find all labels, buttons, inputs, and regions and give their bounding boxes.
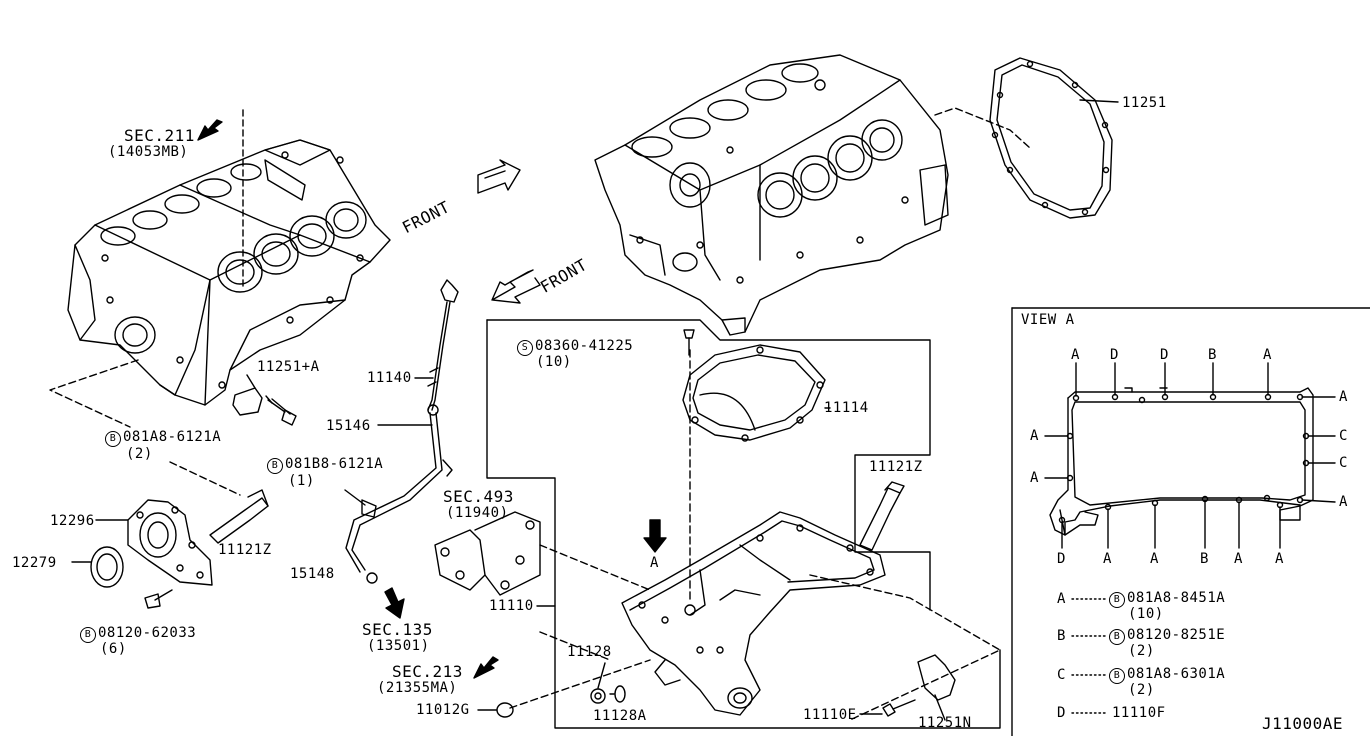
part-11110e[interactable]: 11110E [803,707,857,723]
rear-plate-gasket [232,374,263,416]
part-12279[interactable]: 12279 [12,555,57,571]
circled-b-icon: B [1109,629,1125,645]
marker-right: A [1339,494,1348,510]
circled-b-icon: B [267,458,283,474]
bolt-08120-62033-art [144,589,173,609]
marker-bottom: A [1234,551,1243,567]
bolt-11110e-art [859,699,916,717]
part-11128a[interactable]: 11128A [593,708,647,724]
marker-bottom: B [1200,551,1209,567]
circled-b-icon: B [1109,668,1125,684]
sec135-arrow [384,587,405,619]
marker-top: D [1160,347,1169,363]
legend-key: A [1057,591,1066,607]
marker-bottom: D [1057,551,1066,567]
sec135-ref: (13501) [367,638,430,654]
marker-left: A [1030,428,1039,444]
part-11251[interactable]: 11251 [1122,95,1167,111]
part-11114[interactable]: 11114 [824,400,869,416]
front-cover-12296 [95,499,213,586]
screw-08360-41225-qty: (10) [536,354,572,370]
marker-top: A [1263,347,1272,363]
diagram-id: J11000AE [1262,714,1344,733]
legend-key: D [1057,705,1066,721]
marker-bottom: A [1275,551,1284,567]
oil-pan-art [621,511,886,716]
left-cylinder-block [67,109,391,406]
marker-bottom: A [1103,551,1112,567]
part-11128[interactable]: 11128 [567,644,612,660]
bolt-081a8-6121a-art [265,395,297,426]
sec213-label[interactable]: SEC.213 [392,662,463,681]
sec493-label[interactable]: SEC.493 [443,487,514,506]
part-11121z-right[interactable]: 11121Z [869,459,923,475]
part-11251n[interactable]: 11251N [918,715,972,731]
sec213-ref: (21355MA) [377,680,458,696]
sec211-ref: (14053MB) [108,144,189,160]
marker-top: B [1208,347,1217,363]
bolt-081b8-6121a-art [344,489,377,518]
circled-s-icon: S [517,340,533,356]
part-12296[interactable]: 12296 [50,513,95,529]
legend-key: C [1057,667,1066,683]
part-11140[interactable]: 11140 [367,370,412,386]
view-a-indicator[interactable]: A [650,555,659,571]
sensor-11121z-left [209,489,269,544]
bracket-sec493 [434,511,651,596]
view-a-title: VIEW A [1021,312,1075,328]
marker-bottom: A [1150,551,1159,567]
legend-qty: (2) [1128,643,1155,659]
sec211-arrow [197,119,223,141]
part-11110[interactable]: 11110 [489,598,534,614]
view-a-arrow [643,519,667,553]
bolt-081a8-6121a-qty: (2) [126,446,153,462]
center-cylinder-block [594,54,1031,336]
washer-11012g-art [477,702,514,718]
circled-b-icon: B [1109,592,1125,608]
marker-right: C [1339,455,1348,471]
marker-left: A [1030,470,1039,486]
dipstick-art [345,279,459,584]
view-a-panel-art [1011,307,1370,736]
oil-pan-section-border [486,319,931,611]
drain-plug-art [590,662,626,704]
baffle-11114-art [682,344,831,442]
circled-b-icon: B [105,431,121,447]
bolt-081b8-6121a-qty: (1) [288,473,315,489]
marker-top: A [1071,347,1080,363]
gasket-11251n-art [917,654,956,721]
part-11121z-left[interactable]: 11121Z [218,542,272,558]
sec211-label[interactable]: SEC.211 [124,126,195,145]
oil-seal-12279 [71,546,124,588]
sec213-arrow [473,656,499,679]
legend-key: B [1057,628,1066,644]
legend-qty: (2) [1128,682,1155,698]
front-arrow-center-art [491,269,541,304]
part-11251-a[interactable]: 11251+A [257,359,320,375]
marker-right: A [1339,389,1348,405]
gasket-11251-art [989,57,1119,219]
bolt-08120-62033-qty: (6) [100,641,127,657]
screw-08360-art [683,329,695,356]
circled-b-icon: B [80,627,96,643]
part-15148[interactable]: 15148 [290,566,335,582]
marker-top: D [1110,347,1119,363]
part-15146[interactable]: 15146 [326,418,371,434]
legend-qty: (10) [1128,606,1164,622]
legend-part-d[interactable]: 11110F [1112,705,1166,721]
marker-right: C [1339,428,1348,444]
sec135-label[interactable]: SEC.135 [362,620,433,639]
sec493-ref: (11940) [446,505,509,521]
sensor-11121z-right [859,481,905,551]
part-11012g[interactable]: 11012G [416,702,470,718]
front-arrow-left-art [477,159,521,194]
